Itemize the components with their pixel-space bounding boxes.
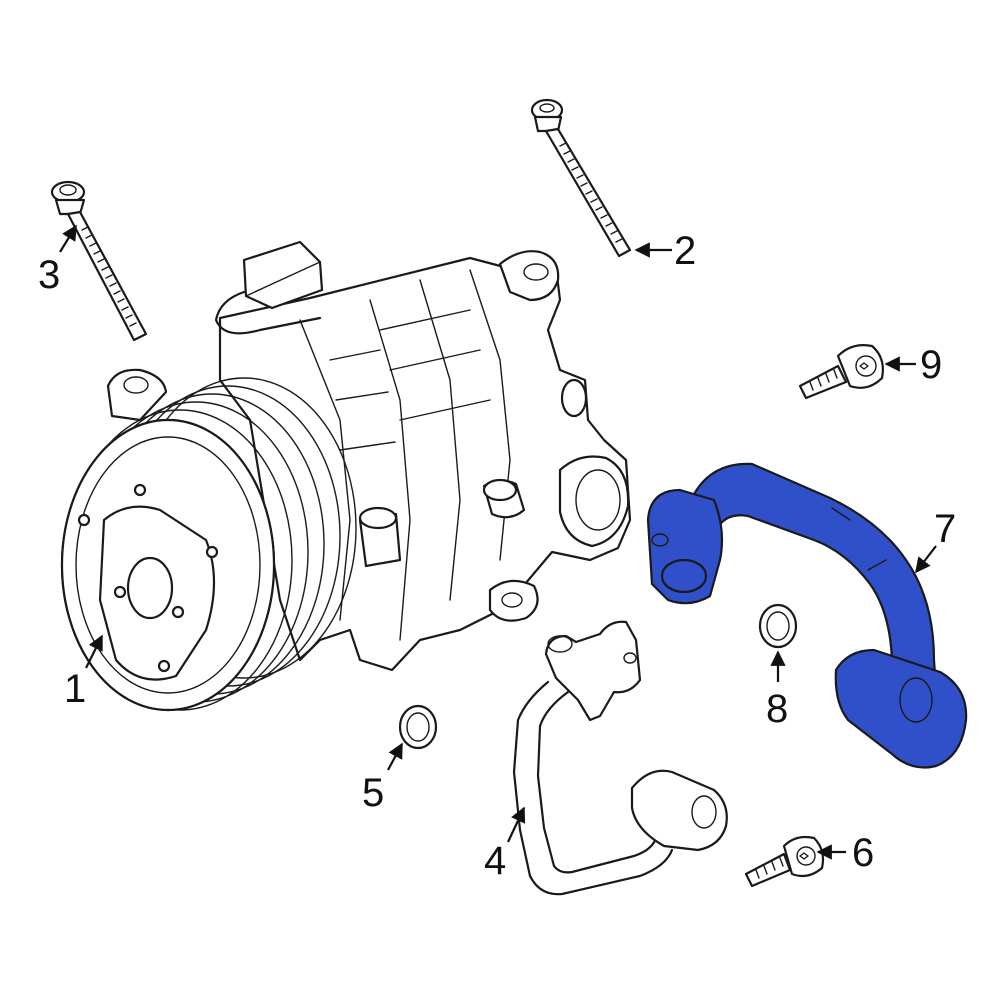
callout-label-8: 8 [766, 687, 788, 731]
bolt-2[interactable] [530, 98, 632, 258]
callout-3: 3 [38, 224, 77, 297]
callout-6: 6 [816, 831, 874, 875]
callout-1: 1 [64, 634, 103, 711]
callout-label-4: 4 [484, 839, 506, 883]
line-4[interactable] [512, 620, 728, 896]
callout-8: 8 [766, 650, 788, 731]
callout-4: 4 [484, 806, 526, 883]
callout-2: 2 [634, 229, 696, 273]
callout-label-9: 9 [920, 343, 942, 387]
callout-label-1: 1 [64, 667, 86, 711]
callout-9: 9 [884, 343, 942, 387]
compressor-1[interactable] [60, 240, 632, 712]
hose-7[interactable] [646, 462, 968, 769]
bolt-3[interactable] [50, 180, 148, 342]
callout-label-7: 7 [934, 507, 956, 551]
bolt-9[interactable] [798, 344, 884, 400]
oring-5[interactable] [398, 704, 438, 750]
bolt-6[interactable] [744, 835, 825, 888]
callout-label-5: 5 [362, 771, 384, 815]
callout-7: 7 [915, 507, 956, 574]
callout-5: 5 [362, 742, 403, 815]
oring-8[interactable] [758, 603, 798, 649]
callout-label-3: 3 [38, 253, 60, 297]
callout-label-2: 2 [674, 229, 696, 273]
callout-label-6: 6 [852, 831, 874, 875]
